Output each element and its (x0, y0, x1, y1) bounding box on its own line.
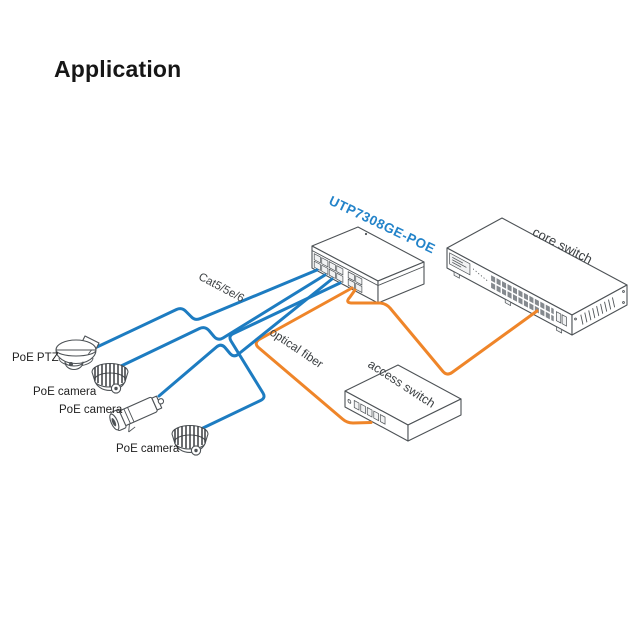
page-title: Application (54, 56, 182, 82)
bullet-camera-illustration (109, 395, 165, 433)
core-switch-illustration (446, 217, 628, 336)
access-switch-illustration (344, 364, 462, 442)
ethernet-cable-dome2 (201, 281, 342, 430)
ptz-camera-illustration (55, 335, 100, 371)
vent-grille (580, 297, 616, 325)
fiber-link-to-access-switch (254, 286, 373, 425)
ethernet-cable-dome1 (117, 273, 327, 369)
poe-switch-illustration (311, 226, 425, 304)
poe-camera-3-label: PoE camera (116, 443, 180, 455)
fiber-link-to-core-switch (346, 288, 539, 376)
poe-camera-2-label: PoE camera (59, 404, 123, 416)
ethernet-cable-ptz (95, 268, 319, 349)
poe-camera-1-label: PoE camera (33, 386, 97, 398)
dome-camera-1-illustration (91, 362, 129, 394)
ethernet-cable-bullet (157, 277, 334, 398)
poe-ports (313, 253, 363, 294)
poe-ptz-label: PoE PTZ (12, 352, 59, 364)
